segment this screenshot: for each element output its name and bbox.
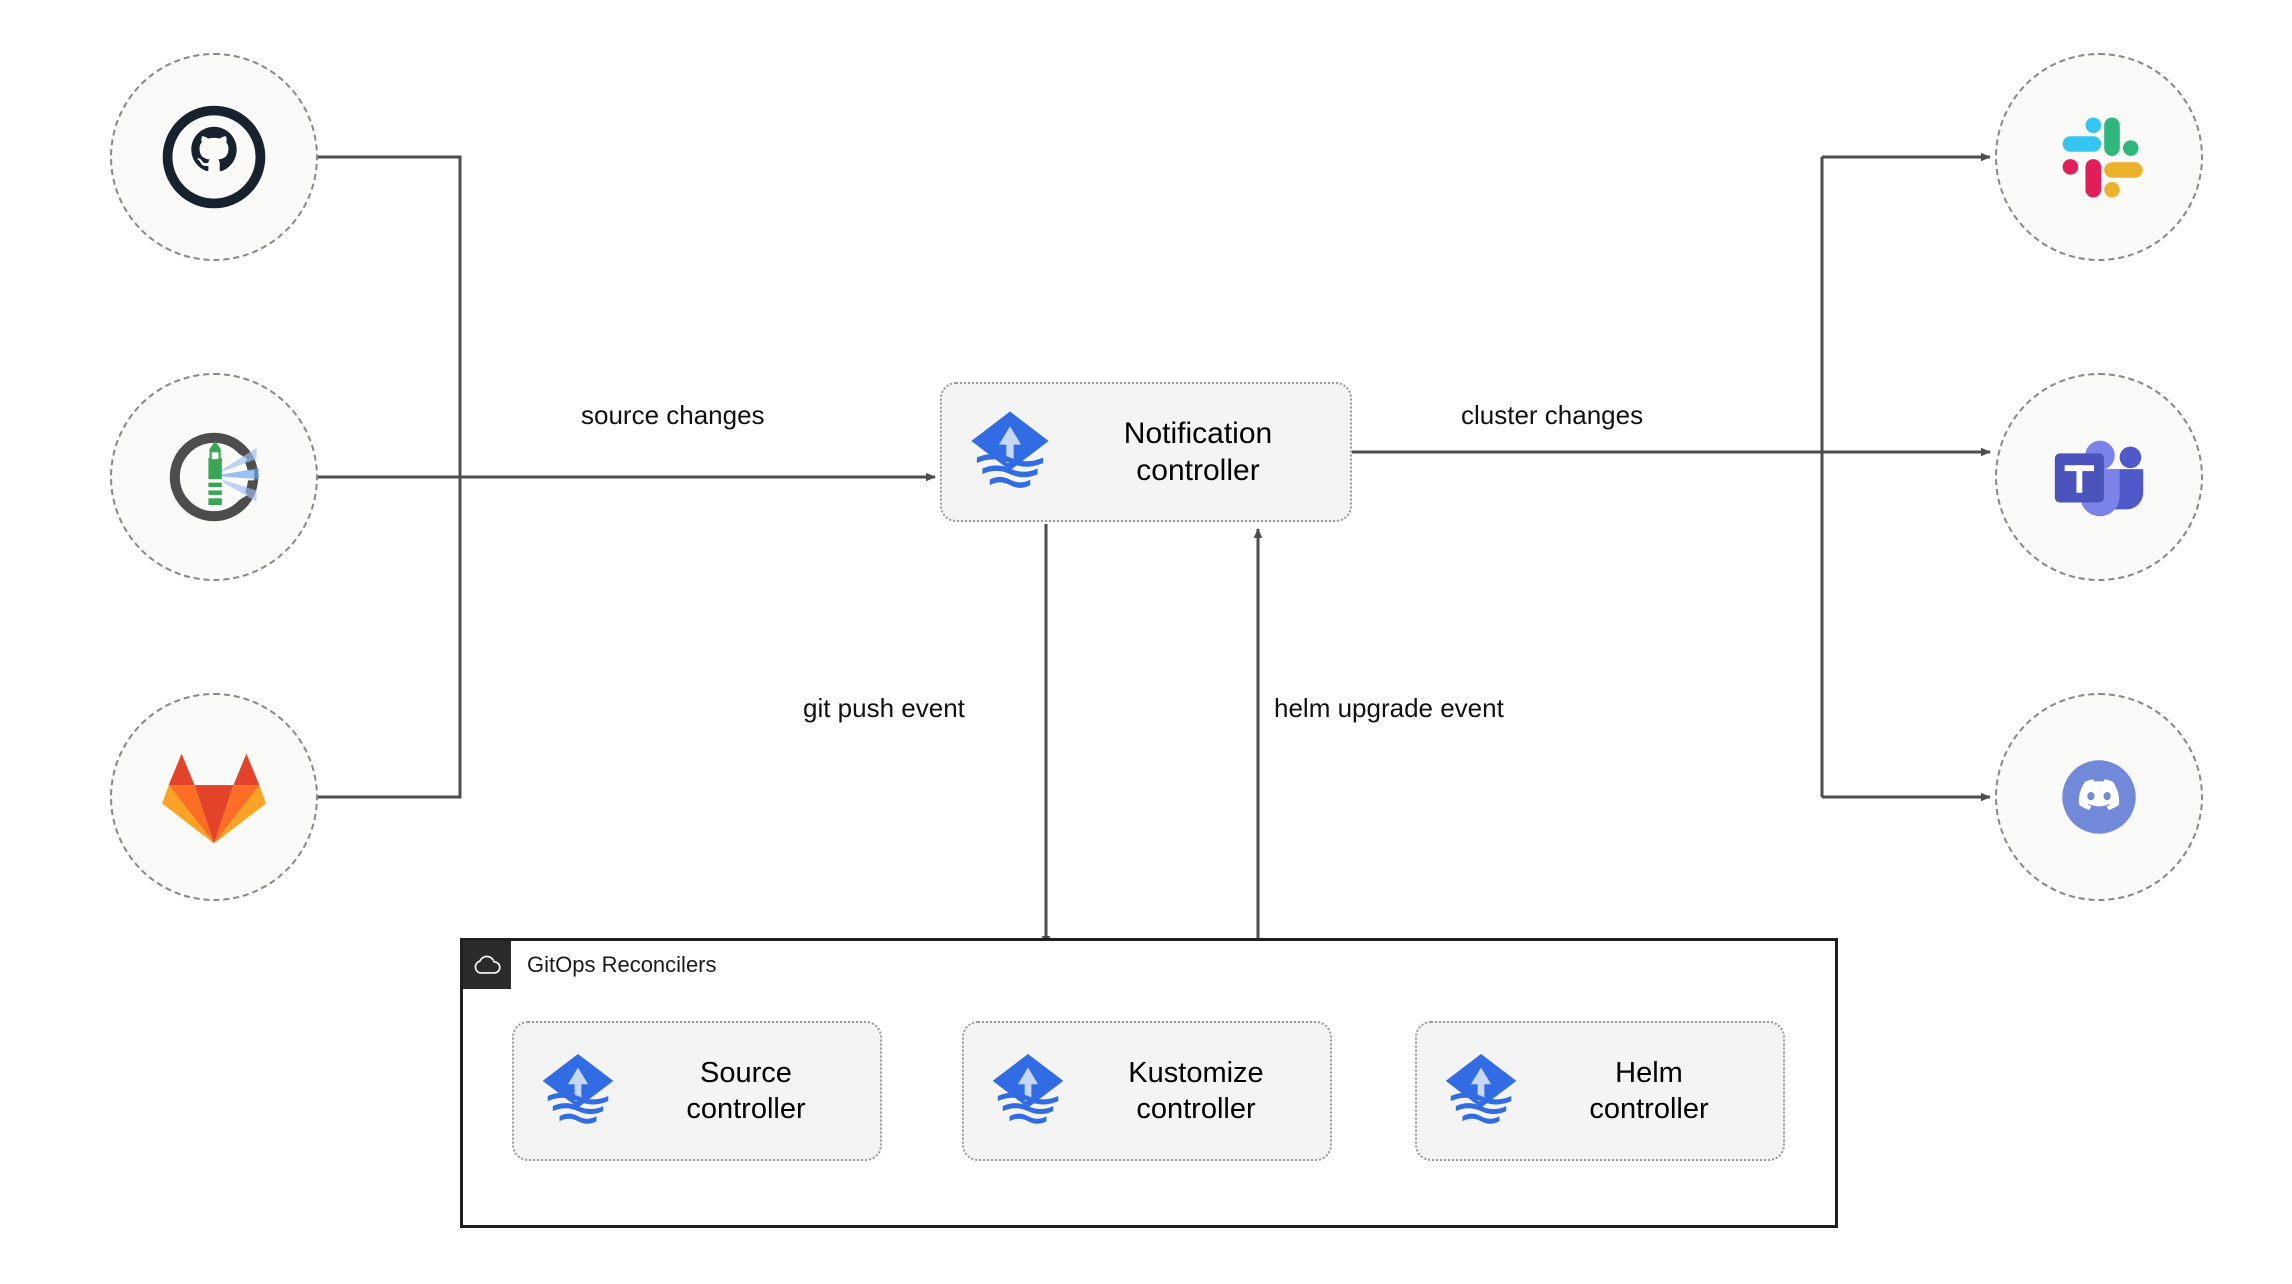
flux-icon <box>986 1049 1070 1133</box>
gitops-reconcilers-title: GitOps Reconcilers <box>527 952 717 977</box>
helm-controller-box[interactable]: Helm controller <box>1415 1021 1785 1161</box>
source-controller-label: Source controller <box>686 1056 806 1125</box>
cloud-icon <box>472 954 502 976</box>
flux-icon <box>1439 1049 1523 1133</box>
source-node-github[interactable] <box>110 53 318 261</box>
flux-bucket-lighthouse-icon <box>158 421 270 533</box>
flux-icon <box>964 406 1056 498</box>
edge-label-git-push-event: git push event <box>797 693 971 724</box>
discord-icon <box>2045 743 2153 851</box>
edge-label-helm-upgrade-event: helm upgrade event <box>1268 693 1510 724</box>
source-node-bucket[interactable] <box>110 373 318 581</box>
flux-icon <box>536 1049 620 1133</box>
slack-icon <box>2047 105 2151 209</box>
edge-label-cluster-changes: cluster changes <box>1455 400 1650 431</box>
cloud-icon-badge <box>463 941 511 989</box>
microsoft-teams-icon <box>2045 427 2153 527</box>
destination-node-teams[interactable] <box>1995 373 2203 581</box>
gitops-reconcilers-header: GitOps Reconcilers <box>463 941 717 989</box>
gitlab-icon <box>160 747 268 847</box>
source-controller-box[interactable]: Source controller <box>512 1021 882 1161</box>
notification-controller-label: Notification controller <box>1123 416 1273 488</box>
helm-controller-label: Helm controller <box>1589 1056 1709 1125</box>
source-node-gitlab[interactable] <box>110 693 318 901</box>
kustomize-controller-label: Kustomize controller <box>1128 1056 1264 1125</box>
notification-controller-box[interactable]: Notification controller <box>940 382 1352 522</box>
github-icon <box>160 103 268 211</box>
wire-gitlab-to-bus <box>318 477 462 799</box>
destination-node-discord[interactable] <box>1995 693 2203 901</box>
edge-label-source-changes: source changes <box>575 400 771 431</box>
wire-github-to-bus <box>318 155 462 477</box>
kustomize-controller-box[interactable]: Kustomize controller <box>962 1021 1332 1161</box>
destination-node-slack[interactable] <box>1995 53 2203 261</box>
